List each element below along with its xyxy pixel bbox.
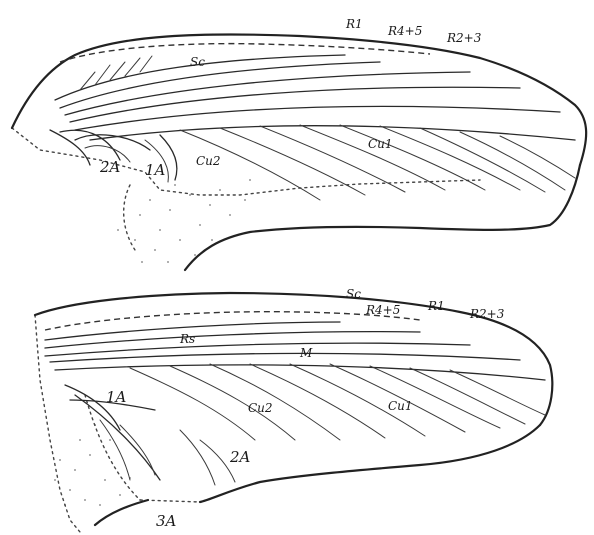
hindwing-branches bbox=[130, 364, 545, 440]
hindwing-label-rs: Rs bbox=[179, 332, 195, 346]
hindwing-stipple bbox=[54, 424, 141, 506]
forewing-label-r23: R2+3 bbox=[446, 31, 482, 45]
forewing-vein-r23 bbox=[70, 87, 520, 122]
hindwing-label-sc: Sc bbox=[346, 287, 361, 301]
forewing-label-1a: 1A bbox=[145, 161, 166, 179]
hindwing-anal-veins bbox=[65, 385, 235, 485]
hindwing: Sc R4+5 R1 R2+3 Rs M 1A Cu2 Cu1 2A 3A bbox=[35, 287, 552, 532]
hindwing-label-r1: R1 bbox=[427, 299, 445, 313]
hindwing-label-1a: 1A bbox=[106, 388, 127, 406]
hindwing-inner-margin bbox=[85, 395, 200, 502]
hindwing-label-3a: 3A bbox=[156, 512, 177, 530]
forewing-label-sc: Sc bbox=[190, 55, 205, 69]
hindwing-label-r45: R4+5 bbox=[365, 303, 400, 317]
forewing: R1 R4+5 R2+3 Sc 2A 1A Cu2 Cu1 bbox=[12, 17, 586, 270]
forewing-body-margin bbox=[124, 185, 135, 250]
hindwing-label-cu1: Cu1 bbox=[388, 399, 413, 413]
forewing-label-r45: R4+5 bbox=[387, 24, 422, 38]
forewing-vein-r1 bbox=[60, 62, 380, 108]
hindwing-vein-r23 bbox=[50, 353, 520, 362]
forewing-stipple bbox=[117, 179, 251, 263]
forewing-label-cu2: Cu2 bbox=[196, 154, 221, 168]
hindwing-label-r23: R2+3 bbox=[469, 307, 505, 321]
forewing-costal-dashes bbox=[60, 44, 430, 62]
hindwing-costal-dashes bbox=[45, 312, 420, 330]
hindwing-base-curve bbox=[95, 500, 148, 525]
hindwing-label-2a: 2A bbox=[229, 448, 251, 466]
hindwing-label-cu2: Cu2 bbox=[248, 401, 273, 415]
forewing-label-cu1: Cu1 bbox=[368, 137, 393, 151]
forewing-label-r1: R1 bbox=[345, 17, 363, 31]
hindwing-basal-margin bbox=[35, 315, 80, 532]
hindwing-label-m: M bbox=[299, 346, 313, 360]
hindwing-vein-m bbox=[55, 365, 545, 380]
forewing-vein-m bbox=[75, 106, 560, 130]
forewing-label-2a: 2A bbox=[99, 158, 121, 176]
